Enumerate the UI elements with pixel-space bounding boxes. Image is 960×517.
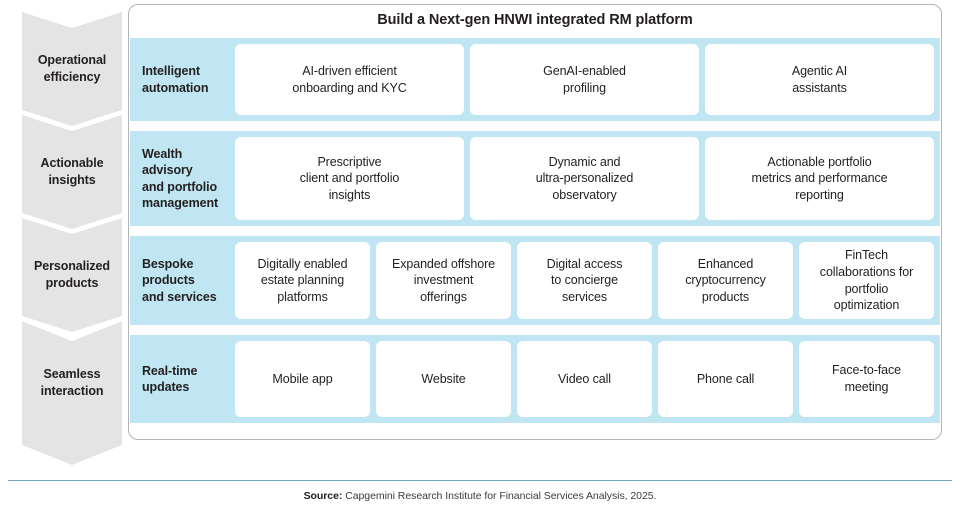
row-cards: Mobile app Website Video call Phone call… — [235, 335, 940, 423]
platform-panel: Build a Next-gen HNWI integrated RM plat… — [128, 4, 942, 440]
capability-card[interactable]: Video call — [517, 341, 652, 417]
page-title: Build a Next-gen HNWI integrated RM plat… — [377, 12, 693, 28]
source-text: Capgemini Research Institute for Financi… — [342, 490, 657, 502]
source-label: Source: — [303, 490, 343, 502]
capability-card[interactable]: Website — [376, 341, 511, 417]
capability-card[interactable]: Phone call — [658, 341, 793, 417]
source-note: Source: Capgemini Research Institute for… — [0, 490, 960, 502]
footer-divider — [8, 480, 952, 481]
capability-card[interactable]: Mobile app — [235, 341, 370, 417]
